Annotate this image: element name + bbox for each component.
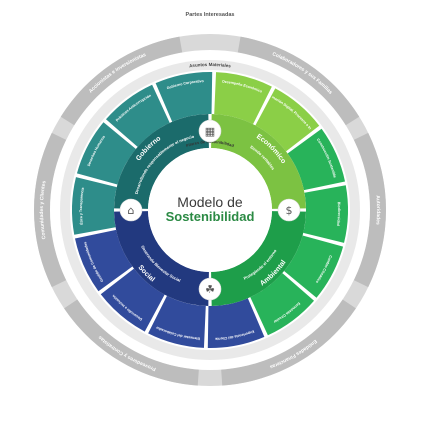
material-topic-segment	[250, 273, 315, 336]
center-circle: Modelo de Sostenibilidad	[148, 148, 272, 272]
material-topic-label-path: Gobierno Corporativo	[166, 79, 204, 90]
material-topic-label: Experiencia del Cliente	[215, 329, 255, 341]
stakeholder-segment	[64, 299, 199, 386]
stakeholder-label: Comunidades y Clientes	[39, 180, 48, 239]
material-topic-segment	[74, 229, 133, 292]
stakeholder-label-path: Comunidades y Clientes	[39, 180, 48, 239]
center-line2: Sostenibilidad	[166, 209, 255, 224]
stakeholder-segment	[34, 132, 67, 288]
stakeholder-label-path: Autoridades	[374, 195, 381, 225]
material-topic-label: Gobierno Corporativo	[166, 79, 204, 90]
pillar-social	[114, 211, 209, 306]
inner-ring-label: Pilares de Sostenibilidad	[185, 139, 235, 148]
inner-ring-label-path: Pilares de Sostenibilidad	[185, 139, 235, 148]
material-topic-label-path: Biodiversidad	[336, 202, 341, 226]
material-title: Asuntos Materiales	[189, 62, 232, 69]
pillar-gobierno	[114, 114, 209, 209]
material-topic-segment	[214, 72, 272, 125]
center-line1: Modelo de	[177, 194, 243, 210]
material-topic-segment	[155, 72, 213, 122]
material-topic-label-path: Ética y Transparencia	[79, 186, 86, 225]
material-topic-segment	[72, 177, 117, 235]
material-topic-segment	[284, 235, 344, 298]
chart-icon: ▦	[198, 119, 222, 143]
material-topic-segment	[255, 88, 320, 152]
stakeholder-segment	[221, 299, 356, 386]
material-topic-segment	[207, 298, 265, 348]
institution-icon: ⌂	[119, 198, 143, 222]
material-topic-segment	[287, 128, 346, 191]
material-topic-segment	[105, 84, 170, 147]
svg-text:☘: ☘	[205, 283, 215, 296]
material-topic-segment	[148, 295, 206, 348]
stakeholder-segment	[60, 36, 183, 126]
material-topic-segment	[100, 268, 165, 332]
material-topic-segment	[303, 185, 348, 243]
pillar-ambiental	[211, 211, 306, 306]
plant-hands-icon: ☘	[198, 277, 222, 301]
material-topic-segment	[76, 122, 136, 185]
svg-text:▦: ▦	[205, 125, 215, 138]
stakeholder-label: Autoridades	[374, 195, 381, 225]
svg-text:⌂: ⌂	[128, 204, 135, 217]
material-topic-label: Ética y Transparencia	[79, 186, 86, 225]
material-topic-label-path: Experiencia del Cliente	[215, 329, 255, 341]
stakeholder-segment	[353, 132, 386, 288]
pillar-economico	[211, 114, 306, 209]
material-topic-label: Biodiversidad	[336, 202, 341, 226]
stakeholder-segment	[237, 36, 360, 126]
svg-text:$: $	[286, 204, 293, 217]
material-title-path: Asuntos Materiales	[189, 62, 232, 69]
dollar-globe-icon: $	[277, 198, 301, 222]
stakeholders-header: Partes Interesadas	[186, 12, 235, 18]
